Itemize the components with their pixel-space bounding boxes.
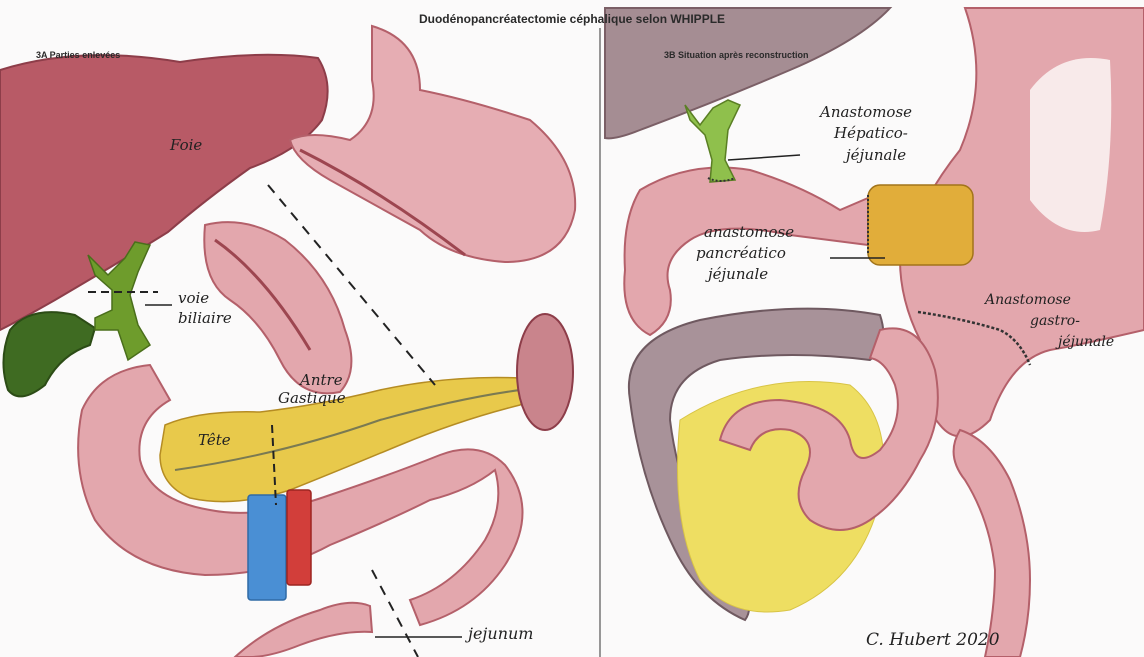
label-anastomose-pancreatico-2: pancréatico (696, 245, 786, 262)
stomach-b-highlight (1030, 58, 1111, 232)
label-gastique: Gastique (278, 390, 346, 407)
label-antre: Antre (300, 372, 343, 389)
label-jejunum: jejunum (468, 625, 533, 643)
efferent-jejunum (954, 430, 1030, 657)
label-anastomose-hepatico-3: jéjunale (846, 147, 906, 164)
spleen (517, 314, 573, 430)
label-anastomose-pancreatico-1: anastomose (704, 224, 794, 241)
label-anastomose-hepatico-2: Hépatico- (834, 125, 908, 142)
label-anastomose-gastro-1: Anastomose (985, 292, 1071, 308)
label-anastomose-hepatico-1: Anastomose (820, 104, 912, 121)
label-biliaire: biliaire (178, 310, 232, 327)
label-anastomose-gastro-2: gastro- (1030, 313, 1080, 329)
resection-line-jejunum (372, 570, 418, 657)
panel-a-heading: 3A Parties enlevées (36, 50, 120, 60)
panel-b-heading: 3B Situation après reconstruction (664, 50, 809, 60)
label-voie: voie (178, 290, 209, 307)
portal-vein (248, 495, 286, 600)
label-anastomose-pancreatico-3: jéjunale (708, 266, 768, 283)
page-title: Duodénopancréatectomie céphalique selon … (0, 12, 1144, 26)
artist-signature: C. Hubert 2020 (866, 630, 1000, 650)
stomach-a (290, 26, 575, 262)
label-tete: Tête (198, 432, 231, 449)
pointer-hepatico (728, 155, 800, 160)
pancreas-stump (868, 185, 973, 265)
label-foie: Foie (170, 137, 202, 154)
mesenteric-artery (287, 490, 311, 585)
jejunum-loop (235, 603, 372, 657)
gallbladder (3, 312, 95, 396)
label-anastomose-gastro-3: jéjunale (1058, 334, 1114, 350)
